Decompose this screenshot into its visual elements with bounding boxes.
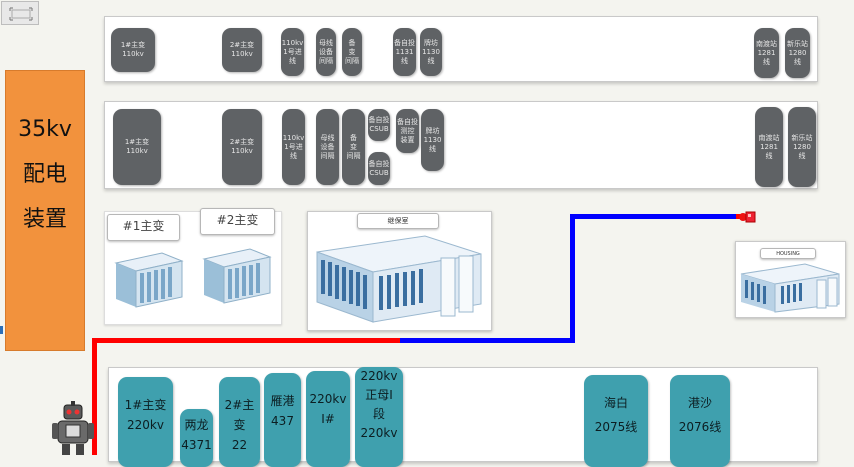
bay-tile-teal[interactable]: 1#主变 220kv [118, 377, 173, 467]
bay-tile-teal[interactable]: 两龙 4371 [180, 409, 213, 467]
wire-red-horizontal [92, 338, 400, 343]
top-bay-panel: 1#主变 110kv 2#主变 110kv 110kv 1号进 线 母线 设备 … [104, 16, 818, 82]
bay-tile[interactable]: 备 变 间隔 [342, 28, 362, 76]
bay-tile[interactable]: 新乐站 1280 线 [785, 28, 810, 78]
connector-node-icon[interactable] [738, 209, 756, 225]
bay-tile[interactable]: 2#主变 110kv [222, 28, 262, 72]
bay-tile[interactable]: 母线 设备 间隔 [316, 109, 339, 185]
bay-tile-teal[interactable]: 海白 2075线 [584, 375, 648, 467]
fullscreen-icon [9, 7, 33, 21]
transformer-2-callout[interactable]: #2主变 [200, 208, 275, 235]
fullscreen-button[interactable] [1, 1, 39, 25]
bay-tile[interactable]: 1#主变 110kv [111, 28, 155, 72]
transformer-2-icon[interactable] [202, 245, 272, 310]
bay-tile[interactable]: 备自投 CSUB [368, 109, 390, 141]
transformer-1-icon[interactable] [114, 249, 184, 314]
bay-tile[interactable]: 牌坊 1130 线 [420, 28, 442, 76]
bay-tile-teal[interactable]: 港沙 2076线 [670, 375, 730, 467]
remote-building-callout[interactable]: HOUSING [760, 248, 816, 259]
bay-tile-teal[interactable]: 雁港 437 [264, 373, 301, 467]
bottom-bay-panel: 1#主变 220kv 两龙 4371 2#主变 22 雁港 437 220kv … [108, 367, 818, 467]
middle-bay-panel: 1#主变 110kv 2#主变 110kv 110kv 1号进 线 母线 设备 … [104, 101, 818, 189]
bay-tile-teal[interactable]: 2#主变 22 [219, 377, 260, 467]
wire-blue-horizontal [400, 338, 575, 343]
control-building-icon[interactable] [313, 230, 487, 326]
bay-tile[interactable]: 1#主变 110kv [113, 109, 161, 185]
bay-tile[interactable]: 南渡站 1281 线 [754, 28, 779, 78]
wire-blue-vertical [570, 214, 575, 343]
transformer-1-callout[interactable]: #1主变 [107, 214, 180, 241]
remote-building-icon[interactable] [739, 260, 843, 316]
bay-tile-teal[interactable]: 220kv 正母Ⅰ 段 220kv [355, 367, 403, 467]
bay-tile[interactable]: 牌坊 1130 线 [421, 109, 444, 171]
wire-red-vertical [92, 338, 97, 455]
bay-tile[interactable]: 母线 设备 间隔 [316, 28, 336, 76]
bay-tile-teal[interactable]: 220kv Ⅰ# [306, 371, 350, 467]
bay-tile[interactable]: 新乐站 1280 线 [788, 107, 816, 187]
bay-tile[interactable]: 备自投 1131 线 [393, 28, 416, 76]
bay-tile[interactable]: 南渡站 1281 线 [755, 107, 783, 187]
wire-blue-top [570, 214, 736, 219]
robot-icon[interactable] [52, 401, 94, 455]
bay-tile[interactable]: 备自投 测控 装置 [396, 109, 419, 153]
side-edge-marker [0, 326, 3, 334]
bay-tile[interactable]: 2#主变 110kv [222, 109, 262, 185]
bay-tile[interactable]: 备 变 间隔 [342, 109, 365, 185]
bay-tile[interactable]: 110kv 1号进 线 [282, 109, 305, 185]
control-building-callout[interactable]: 继保室 [357, 213, 439, 229]
side-label-35kv[interactable]: 35kv 配电 装置 [5, 70, 85, 351]
bay-tile[interactable]: 110kv 1号进 线 [281, 28, 304, 76]
bay-tile[interactable]: 备自投 CSUB [368, 152, 390, 185]
